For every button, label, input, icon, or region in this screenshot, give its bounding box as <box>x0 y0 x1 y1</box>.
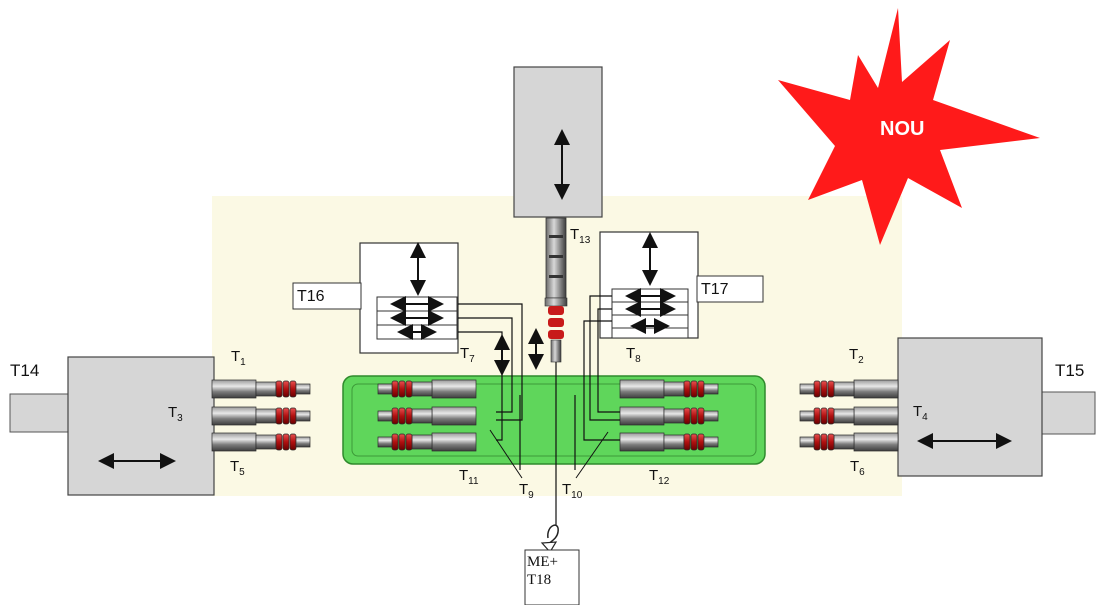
right-shaft <box>1039 391 1096 435</box>
label-t7: T7 <box>460 345 475 365</box>
tool-inner-left-2 <box>377 406 477 426</box>
label-t4: T4 <box>913 403 928 423</box>
label-t9: T9 <box>519 481 534 501</box>
tool-inner-left-1 <box>377 379 477 399</box>
t16-label-box <box>292 282 362 310</box>
tool-t1 <box>211 379 311 399</box>
nou-badge-text: NOU <box>880 118 925 140</box>
me-line2: T18 <box>527 572 552 588</box>
tool-inner-left-3 <box>377 432 477 452</box>
t17-label-box <box>696 275 764 303</box>
tool-t2 <box>799 379 899 399</box>
me-t18-box <box>524 549 580 606</box>
left-slide-box <box>67 356 215 496</box>
label-t11: T11 <box>459 467 479 487</box>
tool-t3 <box>211 406 311 426</box>
label-t16: T16 <box>297 288 325 305</box>
label-t8: T8 <box>626 345 641 365</box>
tool-t4 <box>799 406 899 426</box>
label-t15: T15 <box>1055 361 1085 380</box>
label-t3: T3 <box>168 404 183 424</box>
tool-t5 <box>211 432 311 452</box>
label-t12: T12 <box>649 467 670 487</box>
me-line1: ME+ <box>527 554 558 570</box>
nou-star-burst <box>778 8 1040 245</box>
right-slide-box <box>897 337 1043 477</box>
label-t10: T10 <box>562 481 583 501</box>
top-slide-box <box>513 66 603 218</box>
label-t14: T14 <box>10 361 40 380</box>
label-t17: T17 <box>701 281 729 298</box>
tool-inner-right-2 <box>619 406 719 426</box>
tool-inner-right-3 <box>619 432 719 452</box>
left-shaft <box>9 393 71 433</box>
tool-inner-right-1 <box>619 379 719 399</box>
label-me-t18: ME+ T18 <box>527 553 558 589</box>
label-t6: T6 <box>850 458 865 478</box>
label-t13: T13 <box>570 226 591 246</box>
label-t1: T1 <box>231 348 246 368</box>
tool-t6 <box>799 432 899 452</box>
label-t5: T5 <box>230 458 245 478</box>
label-t2: T2 <box>849 346 864 366</box>
